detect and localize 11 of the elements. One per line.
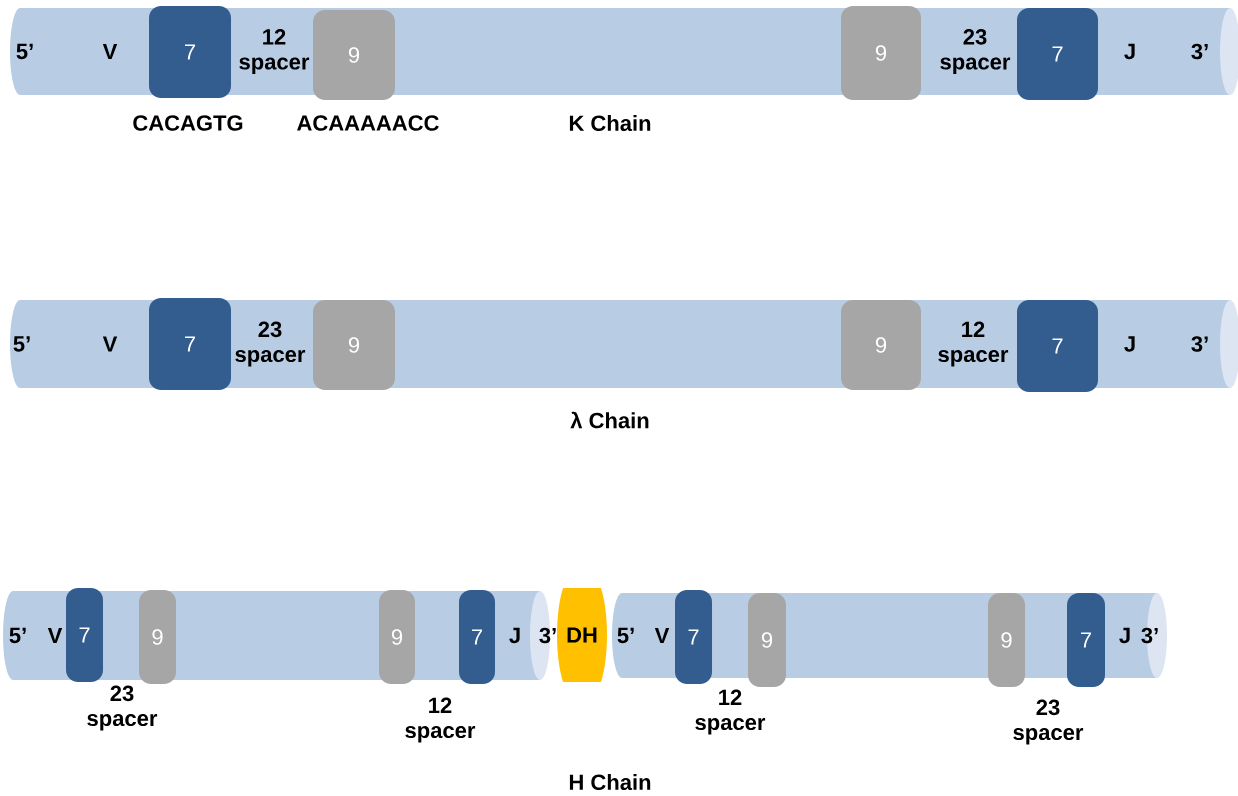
chain-title: K Chain (569, 114, 651, 132)
sequence-label: ACAAAAACC (297, 115, 439, 131)
chain-title: λ Chain (570, 411, 649, 429)
spacer-label: 23 spacer (87, 685, 158, 731)
spacer-label: 23 spacer (1013, 699, 1084, 745)
segment-box: DH (557, 588, 607, 682)
chain-title: H Chain (569, 773, 651, 791)
strand-label: 3’ (539, 627, 556, 644)
spacer-label: 12 spacer (405, 697, 476, 743)
sequence-label: CACAGTG (133, 115, 243, 131)
spacer-label: 12 spacer (695, 689, 766, 735)
